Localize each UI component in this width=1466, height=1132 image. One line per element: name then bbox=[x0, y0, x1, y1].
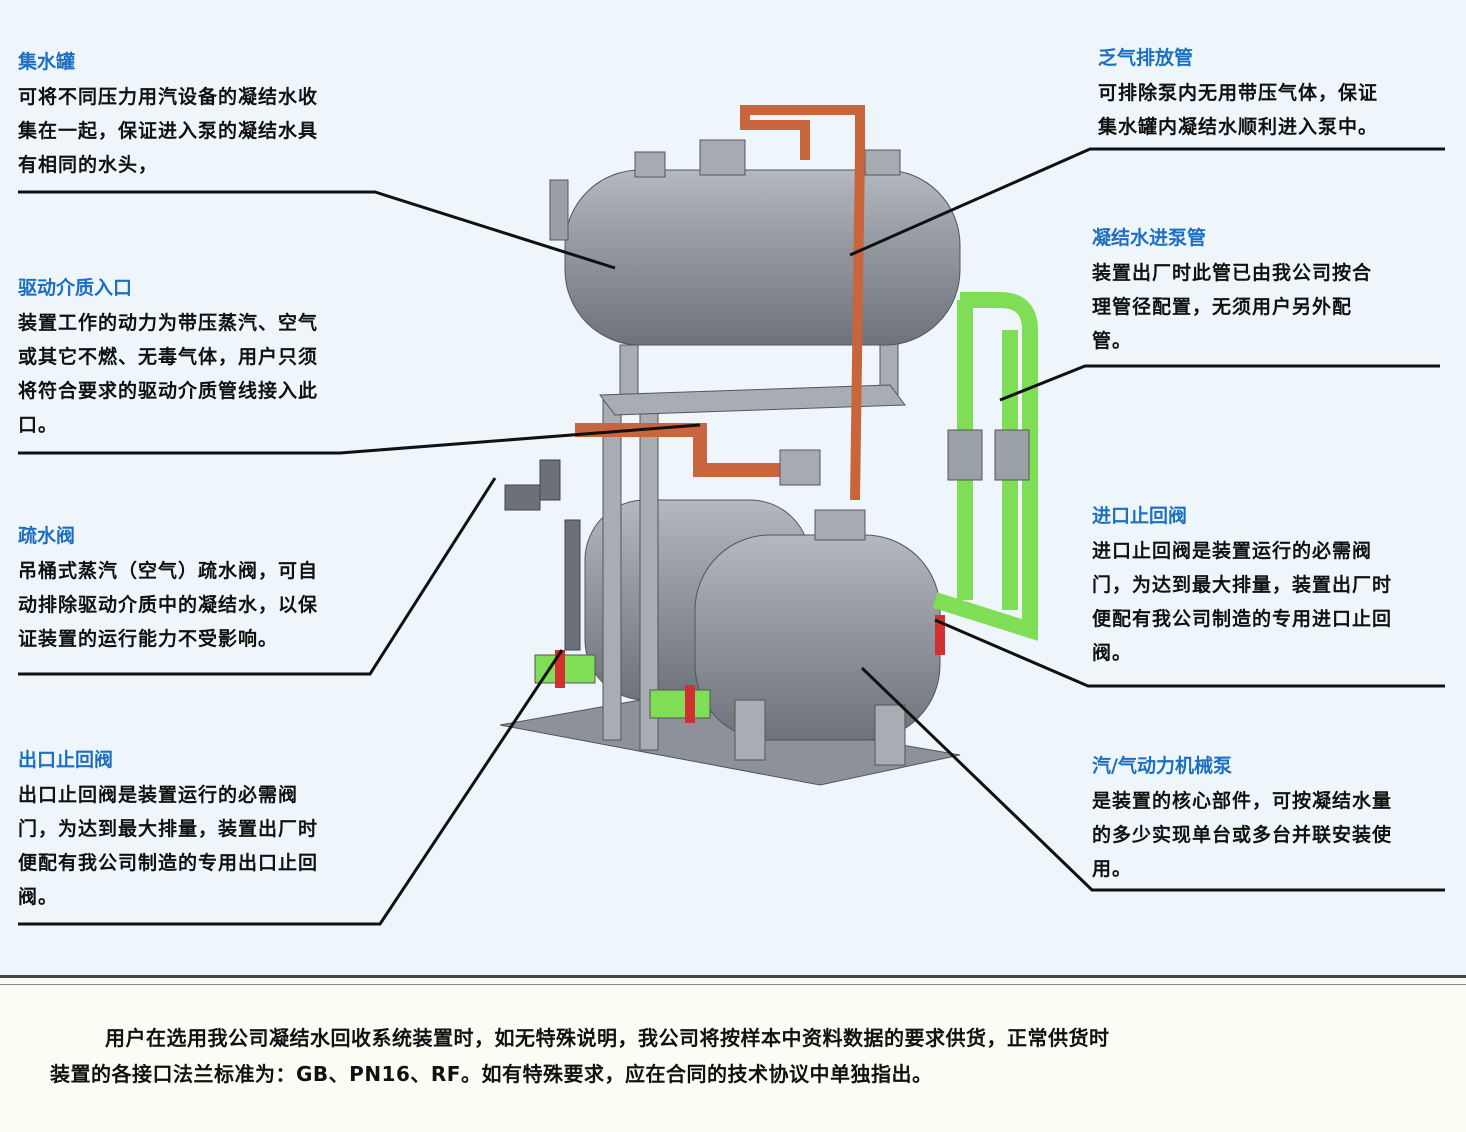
callout-title: 驱动介质入口 bbox=[18, 277, 133, 299]
callout-collector-tank: 集水罐 可将不同压力用汽设备的凝结水收 集在一起，保证进入泵的凝结水具 有相同的… bbox=[18, 50, 388, 182]
callout-text: 口。 bbox=[18, 414, 59, 436]
callout-text: 便配有我公司制造的专用出口止回 bbox=[18, 852, 319, 874]
callout-pump: 汽/气动力机械泵 是装置的核心部件，可按凝结水量 的多少实现单台或多台并联安装使… bbox=[1092, 754, 1462, 886]
callout-drive-inlet: 驱动介质入口 装置工作的动力为带压蒸汽、空气 或其它不燃、无毒气体，用户只须 将… bbox=[18, 276, 388, 442]
callout-title: 乏气排放管 bbox=[1098, 47, 1194, 69]
steam-trap bbox=[504, 459, 581, 651]
callout-text: 证装置的运行能力不受影响。 bbox=[18, 628, 279, 650]
callout-title: 疏水阀 bbox=[18, 525, 76, 547]
callout-text: 吊桶式蒸汽（空气）疏水阀，可自 bbox=[18, 560, 319, 582]
callout-title: 出口止回阀 bbox=[18, 749, 114, 771]
callout-text: 集在一起，保证进入泵的凝结水具 bbox=[18, 120, 319, 142]
callout-text: 门，为达到最大排量，装置出厂时 bbox=[18, 818, 319, 840]
callout-text: 用。 bbox=[1092, 858, 1133, 880]
callout-text: 可排除泵内无用带压气体，保证 bbox=[1098, 82, 1379, 104]
callout-text: 将符合要求的驱动介质管线接入此 bbox=[18, 380, 319, 402]
callout-text: 阀。 bbox=[1092, 642, 1133, 664]
callout-text: 便配有我公司制造的专用进口止回 bbox=[1092, 608, 1393, 630]
callout-inlet-pipe: 凝结水进泵管 装置出厂时此管已由我公司按合 理管径配置，无须用户另外配 管。 bbox=[1092, 226, 1462, 358]
callout-text: 管。 bbox=[1092, 330, 1133, 352]
footer-note: 用户在选用我公司凝结水回收系统装置时，如无特殊说明，我公司将按样本中资料数据的要… bbox=[0, 975, 1466, 1132]
callout-title: 凝结水进泵管 bbox=[1092, 227, 1207, 249]
callout-text: 出口止回阀是装置运行的必需阀 bbox=[18, 784, 299, 806]
footer-line-2: 装置的各接口法兰标准为：GB、PN16、RF。如有特殊要求，应在合同的技术协议中… bbox=[50, 1062, 933, 1086]
callout-title: 集水罐 bbox=[18, 51, 76, 73]
callout-text: 可将不同压力用汽设备的凝结水收 bbox=[18, 86, 319, 108]
callout-text: 的多少实现单台或多台并联安装使 bbox=[1092, 824, 1393, 846]
leader-lines bbox=[18, 147, 1445, 926]
callout-text: 装置工作的动力为带压蒸汽、空气 bbox=[18, 312, 319, 334]
callout-exhaust-pipe: 乏气排放管 可排除泵内无用带压气体，保证 集水罐内凝结水顺利进入泵中。 bbox=[1098, 46, 1466, 144]
callout-text: 装置出厂时此管已由我公司按合 bbox=[1092, 262, 1373, 284]
callout-text: 集水罐内凝结水顺利进入泵中。 bbox=[1098, 116, 1379, 138]
callout-text: 或其它不燃、无毒气体，用户只须 bbox=[18, 346, 319, 368]
callout-title: 汽/气动力机械泵 bbox=[1092, 755, 1232, 777]
callout-outlet-check-valve: 出口止回阀 出口止回阀是装置运行的必需阀 门，为达到最大排量，装置出厂时 便配有… bbox=[18, 748, 388, 914]
callout-text: 是装置的核心部件，可按凝结水量 bbox=[1092, 790, 1393, 812]
callout-text: 进口止回阀是装置运行的必需阀 bbox=[1092, 540, 1373, 562]
footer-line-1: 用户在选用我公司凝结水回收系统装置时，如无特殊说明，我公司将按样本中资料数据的要… bbox=[105, 1026, 1110, 1050]
equipment-illustration bbox=[18, 105, 1445, 926]
exhaust-pipe bbox=[740, 105, 865, 501]
callout-title: 进口止回阀 bbox=[1092, 505, 1188, 527]
footer-divider bbox=[0, 984, 1466, 985]
callout-text: 有相同的水头， bbox=[18, 154, 159, 176]
callout-text: 阀。 bbox=[18, 886, 59, 908]
frame bbox=[599, 339, 906, 751]
callout-text: 动排除驱动介质中的凝结水，以保 bbox=[18, 594, 319, 616]
callout-text: 门，为达到最大排量，装置出厂时 bbox=[1092, 574, 1393, 596]
callout-text: 理管径配置，无须用户另外配 bbox=[1092, 296, 1353, 318]
callout-steam-trap: 疏水阀 吊桶式蒸汽（空气）疏水阀，可自 动排除驱动介质中的凝结水，以保 证装置的… bbox=[18, 524, 388, 656]
callout-inlet-check-valve: 进口止回阀 进口止回阀是装置运行的必需阀 门，为达到最大排量，装置出厂时 便配有… bbox=[1092, 504, 1462, 670]
collector-tank bbox=[564, 169, 961, 346]
